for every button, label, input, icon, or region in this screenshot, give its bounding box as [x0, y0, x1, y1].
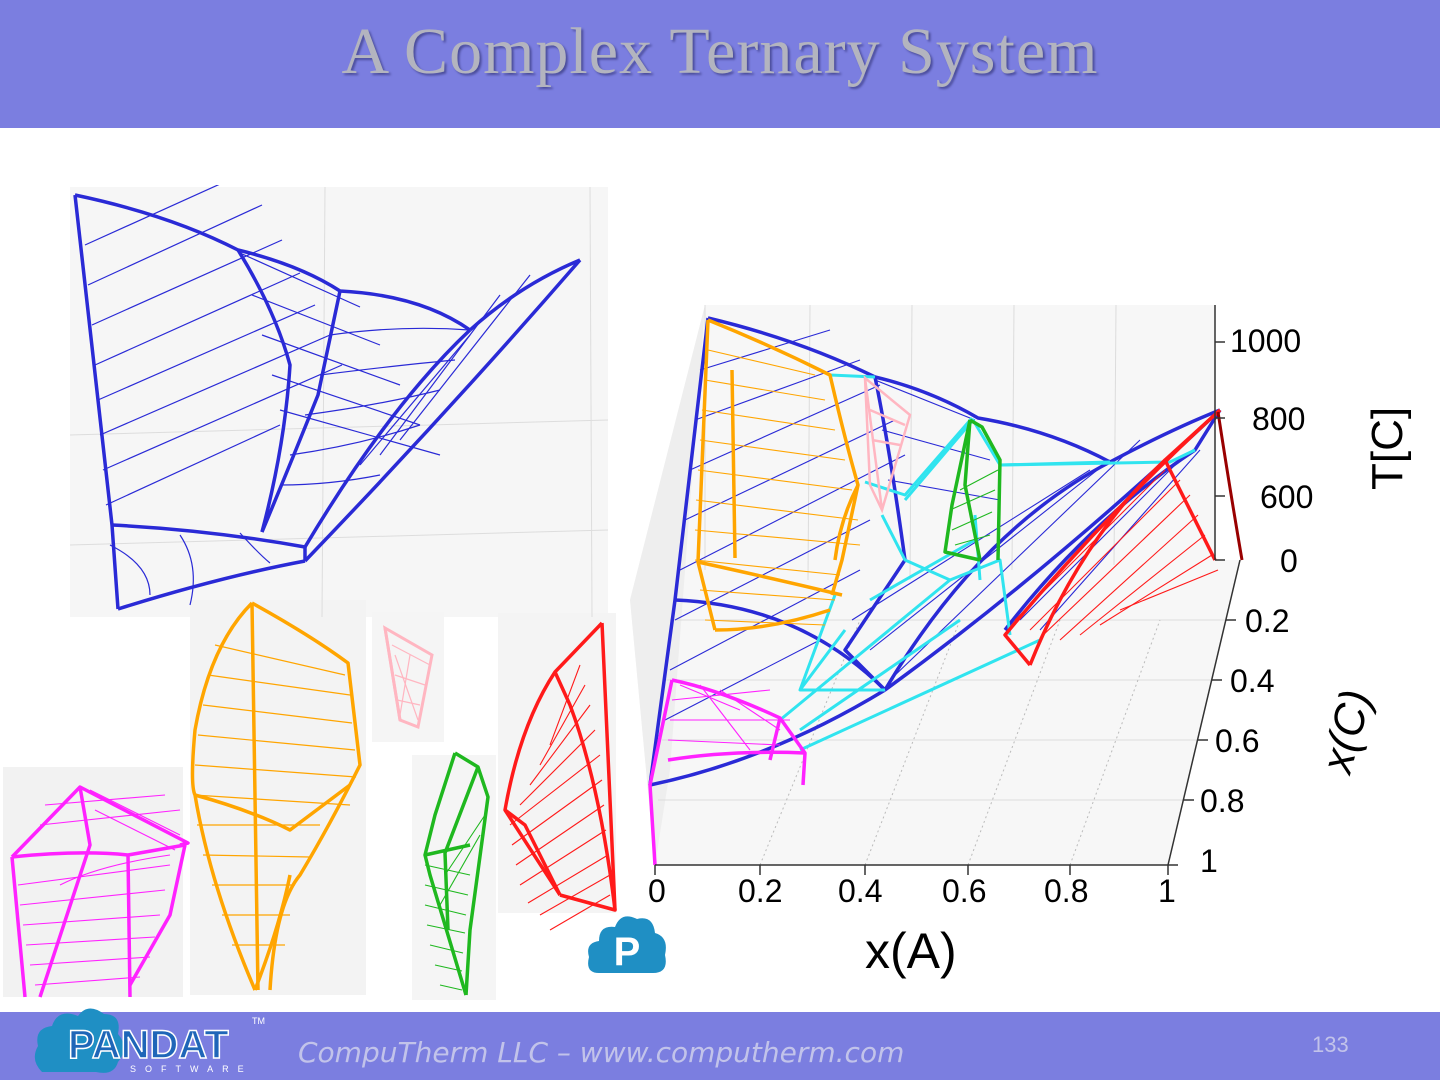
xc-tick-1: 1: [1200, 843, 1218, 879]
badge-letter: P: [614, 930, 641, 974]
xc-tick-0.8: 0.8: [1200, 783, 1244, 819]
xa-tick-0.2: 0.2: [738, 873, 782, 909]
logo-sub: SOFTWARE: [130, 1064, 253, 1074]
logo-name: PANDAT: [68, 1023, 229, 1067]
pandat-cloud-icon: P: [585, 905, 669, 977]
t-tick-0: 0: [1280, 543, 1298, 579]
xa-tick-0: 0: [648, 873, 666, 909]
slide-number: 133: [1312, 1032, 1349, 1058]
xa-tick-0.4: 0.4: [838, 873, 882, 909]
xc-tick-0.4: 0.4: [1230, 663, 1274, 699]
exploded-phase-regions: [0, 185, 620, 1015]
t-tick-800: 800: [1252, 401, 1305, 437]
dark-red-edge: [1218, 412, 1242, 560]
ternary-phase-diagram: 1000 800 600 0 T[C] 0.2 0.4 0.6 0.8 1 x(…: [620, 290, 1440, 990]
pandat-logo: PANDAT TM SOFTWARE: [30, 1000, 270, 1080]
xa-tick-0.8: 0.8: [1044, 873, 1088, 909]
xa-tick-0.6: 0.6: [942, 873, 986, 909]
xc-tick-0.2: 0.2: [1245, 603, 1289, 639]
xa-tick-1: 1: [1158, 873, 1176, 909]
xc-tick-0.6: 0.6: [1215, 723, 1259, 759]
slide-title: A Complex Ternary System: [0, 14, 1440, 90]
t-axis-label: T[C]: [1363, 407, 1412, 490]
t-tick-1000: 1000: [1230, 323, 1301, 359]
logo-tm: TM: [252, 1016, 265, 1026]
xa-axis-label: x(A): [865, 923, 957, 979]
footer-company: CompuTherm LLC – www.computherm.com: [298, 1036, 904, 1069]
xc-axis-label: x(C): [1312, 685, 1381, 780]
t-tick-600: 600: [1260, 479, 1313, 515]
